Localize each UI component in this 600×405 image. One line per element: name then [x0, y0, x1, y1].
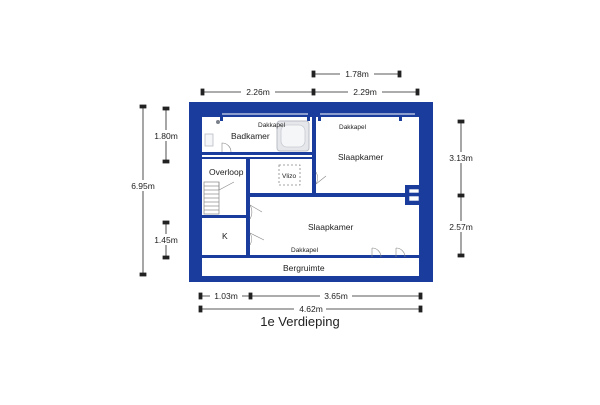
dim-label-bottom-left: 1.03m	[214, 291, 238, 301]
wall-overloop-top	[202, 157, 312, 159]
room-label-dakkapel-bath: Dakkapel	[258, 122, 286, 129]
dim-tick	[457, 253, 465, 258]
window-jamb	[399, 117, 402, 121]
dim-tick	[162, 159, 170, 164]
dim-label-bottom-total: 4.62m	[299, 304, 323, 314]
room-label-slaapkamer-1: Slaapkamer	[338, 152, 384, 162]
dim-label-top-right: 2.29m	[353, 87, 377, 97]
room-label-vlizo: Vlizo	[282, 173, 296, 180]
floor-title: 1e Verdieping	[260, 314, 340, 329]
room-label-bergruimte: Bergruimte	[283, 263, 325, 273]
dim-tick	[311, 70, 316, 78]
wall-top	[189, 102, 433, 117]
dim-label-left-k: 1.45m	[154, 235, 178, 245]
window-jamb	[220, 117, 223, 121]
dim-tick	[198, 292, 203, 300]
wall-bed2-bottom	[202, 255, 419, 258]
stairs	[203, 181, 220, 215]
dim-tick	[415, 88, 420, 96]
dim-tick	[162, 255, 170, 260]
dim-label-right-upper: 3.13m	[449, 153, 473, 163]
bathtub-basin	[280, 124, 306, 148]
dim-label-top-extra: 1.78m	[345, 69, 369, 79]
dim-tick	[162, 220, 170, 225]
dim-tick	[162, 106, 170, 111]
room-label-slaapkamer-2: Slaapkamer	[308, 222, 354, 232]
dim-tick	[418, 305, 423, 313]
wall-stair-bottom	[202, 215, 246, 218]
dim-tick	[139, 104, 147, 109]
wall-bottom	[189, 276, 433, 282]
dim-tick	[457, 119, 465, 124]
dim-label-top-left: 2.26m	[246, 87, 270, 97]
dim-tick	[397, 70, 402, 78]
room-label-dakkapel-bed1: Dakkapel	[339, 124, 367, 131]
dim-tick	[139, 272, 147, 277]
dim-label-right-lower: 2.57m	[449, 222, 473, 232]
window-swing-right	[395, 247, 406, 258]
door-swing-k	[249, 232, 265, 241]
door-swing-k-arc	[249, 232, 252, 246]
dim-tick	[418, 292, 423, 300]
wall-shaft	[405, 185, 423, 205]
faucet-icon	[216, 120, 220, 124]
shaft-vent-bottom	[408, 195, 420, 202]
dim-label-bottom-right: 3.65m	[324, 291, 348, 301]
door-swing-bed1	[315, 175, 327, 185]
stair-arrow	[218, 181, 235, 191]
window-swing-left	[371, 247, 382, 258]
sink	[204, 133, 214, 147]
room-label-badkamer: Badkamer	[231, 131, 270, 141]
wall-left	[189, 102, 202, 282]
room-label-k: K	[222, 231, 228, 241]
dim-tick	[198, 305, 203, 313]
wall-overloop-right	[246, 159, 250, 257]
door-swing-bed1-arc	[315, 171, 318, 185]
dim-label-left-total: 6.95m	[131, 181, 155, 191]
door-swing-bed2	[249, 204, 263, 213]
room-label-dakkapel-bottom: Dakkapel	[291, 247, 319, 254]
wall-right	[419, 102, 433, 282]
wall-bed1-bottom	[250, 193, 419, 197]
door-swing-bath	[221, 142, 232, 153]
shaft-vent-top	[408, 188, 420, 194]
door-swing-bed2-arc	[249, 204, 253, 220]
wall-bath-bed1-divider	[312, 117, 316, 195]
dim-tick	[200, 88, 205, 96]
dim-label-left-bath: 1.80m	[154, 131, 178, 141]
vlizo-hatch	[278, 164, 301, 186]
room-label-overloop: Overloop	[209, 167, 244, 177]
wall-bath-bottom	[202, 152, 312, 155]
window-jamb	[318, 117, 321, 121]
window-jamb	[307, 117, 310, 121]
